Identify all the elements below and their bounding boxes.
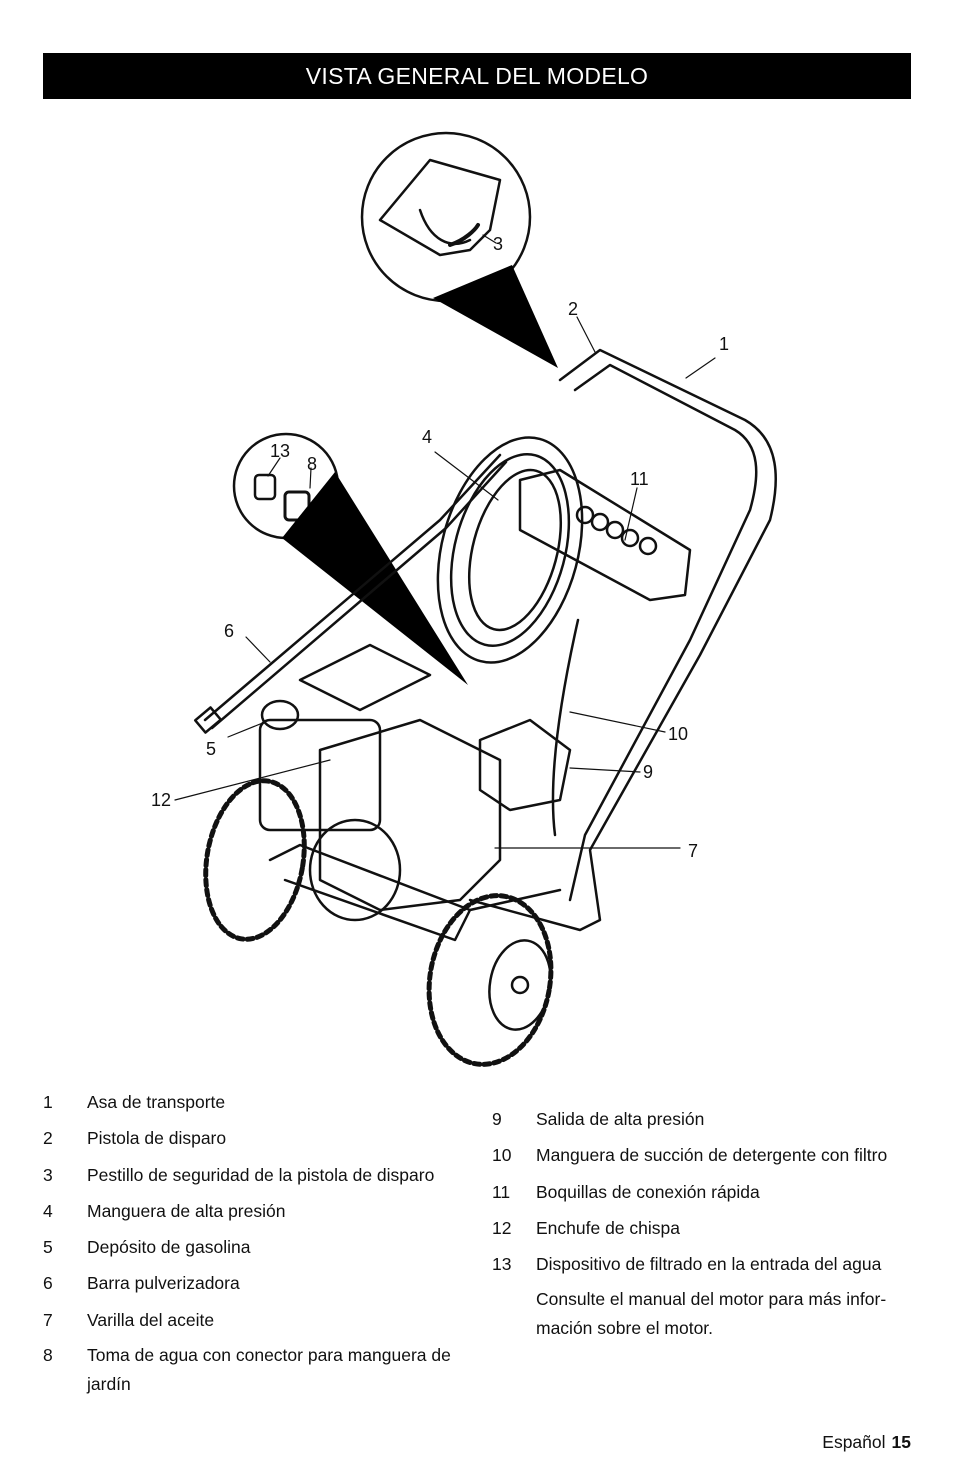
callout-6: 6	[224, 621, 234, 641]
gun-inset-pointer	[433, 265, 558, 368]
page-number: 15	[891, 1432, 911, 1452]
pressure-washer-diagram: 1 2 3 4 5 6 7 8 9 10 11 12 13	[151, 131, 777, 1067]
callout-10: 10	[668, 724, 688, 744]
footer-language: Español	[822, 1432, 886, 1452]
page-title: VISTA GENERAL DEL MODELO	[305, 62, 649, 89]
callout-8: 8	[307, 454, 317, 474]
callout-4: 4	[422, 427, 432, 447]
engine-body	[318, 718, 502, 912]
frame-handle	[468, 348, 777, 932]
callout-11: 11	[630, 469, 649, 489]
inlet-inset-pointer	[282, 472, 468, 685]
detergent-hose	[551, 618, 580, 837]
callout-13: 13	[270, 441, 290, 461]
callout-5: 5	[206, 739, 216, 759]
engine-seat	[298, 643, 432, 712]
hose-reel	[436, 436, 584, 664]
pump	[478, 718, 572, 812]
wheel-left	[203, 778, 307, 942]
section-header: VISTA GENERAL DEL MODELO	[43, 53, 911, 99]
engine-manual-note: Consulte el manual del motor para más in…	[536, 1289, 887, 1339]
spray-wand	[203, 453, 508, 730]
engine-cover	[308, 818, 402, 922]
control-panel	[518, 468, 692, 602]
callout-9: 9	[643, 762, 653, 782]
callout-2: 2	[568, 299, 578, 319]
callout-3: 3	[493, 234, 503, 254]
callout-12: 12	[151, 790, 171, 810]
callout-1: 1	[719, 334, 729, 354]
fuel-cap	[260, 699, 300, 731]
callout-7: 7	[688, 841, 698, 861]
